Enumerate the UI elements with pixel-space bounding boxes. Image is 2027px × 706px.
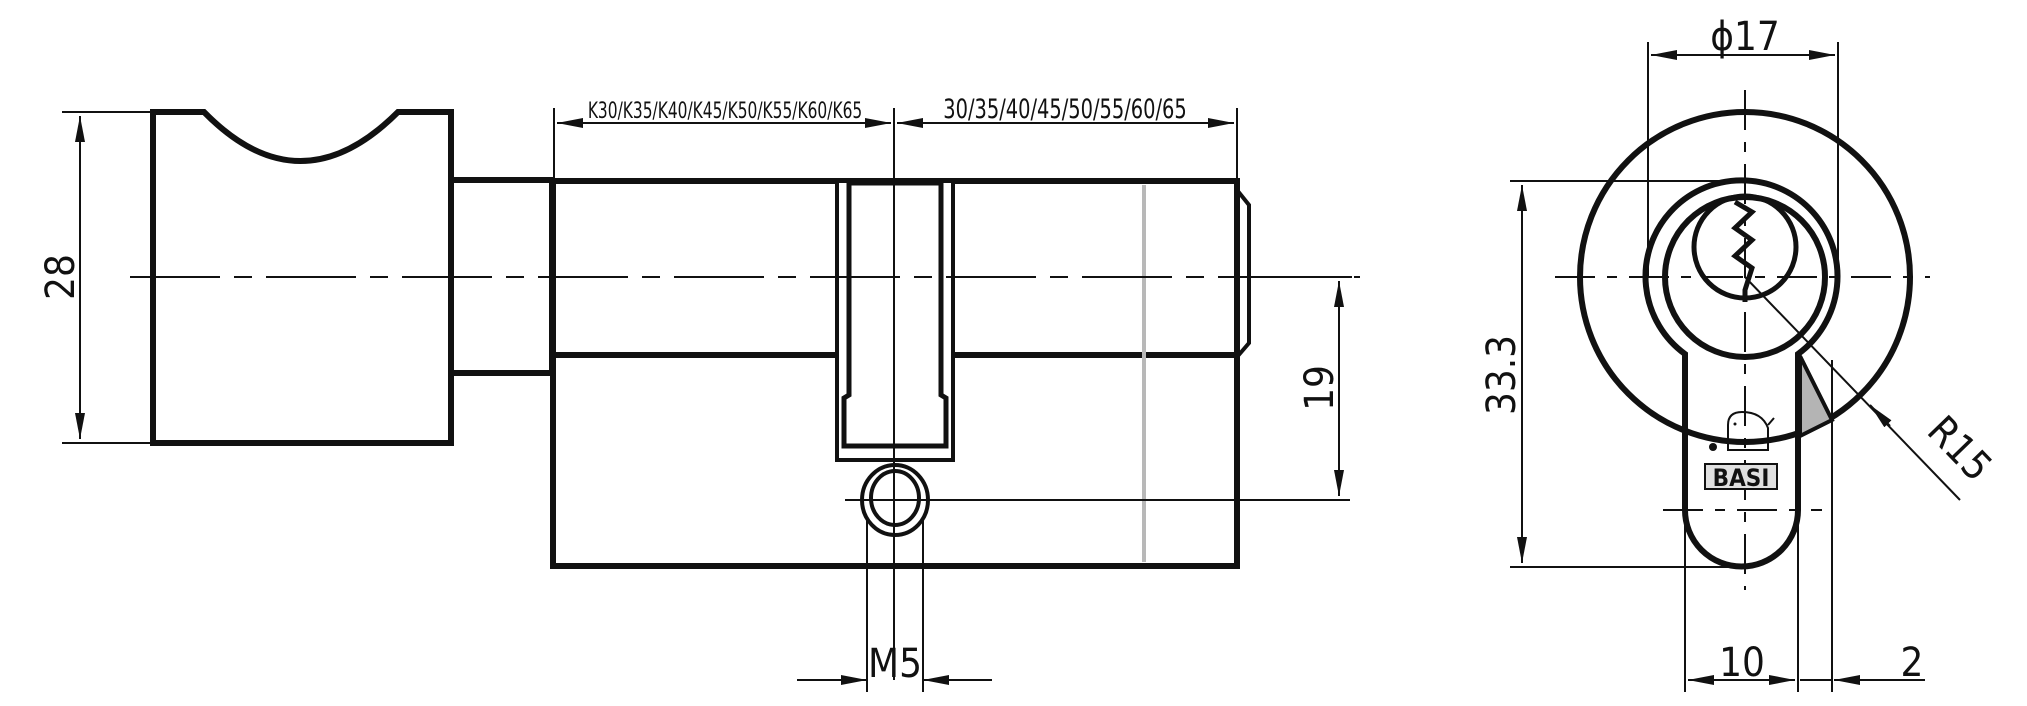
dim-length-right-label: 30/35/40/45/50/55/60/65 — [943, 93, 1187, 125]
side-view: 28 K30/K35/K40/K45/K50/K55/K60/K65 30/35… — [38, 93, 1360, 692]
keyway-zigzag — [1731, 199, 1757, 302]
cam — [841, 180, 949, 449]
dim-28-label: 28 — [38, 254, 84, 300]
dim-radius: R15 — [1744, 276, 2000, 501]
dim-cam-offset: 19 — [1255, 276, 1352, 496]
front-view: BASI ϕ17 33.3 R15 10 — [1479, 14, 2000, 692]
logo-text: BASI — [1713, 464, 1770, 492]
dim-lengths: K30/K35/K40/K45/K50/K55/K60/K65 30/35/40… — [553, 93, 1238, 180]
dim-height-label: 33.3 — [1479, 335, 1525, 415]
dim-tail-width: 10 2 — [1684, 360, 1925, 692]
dim-screw: M5 — [797, 520, 992, 692]
elephant-icon — [1727, 410, 1775, 451]
plug-end-chamfer — [1235, 188, 1251, 359]
basi-logo: BASI — [1704, 410, 1778, 492]
dim-radius-label: R15 — [1918, 408, 2000, 491]
dim-length-left-label: K30/K35/K40/K45/K50/K55/K60/K65 — [588, 98, 862, 124]
dim-19-label: 19 — [1297, 365, 1343, 411]
dim-10-label: 10 — [1719, 640, 1765, 686]
cam-wedge — [1798, 355, 1835, 440]
screw-hole-inner — [869, 469, 921, 527]
dim-diameter: ϕ17 — [1647, 14, 1839, 277]
dim-2-label: 2 — [1901, 640, 1924, 686]
dim-diameter-label: ϕ17 — [1710, 14, 1780, 60]
dim-height: 33.3 — [1479, 180, 1745, 568]
dim-m5-label: M5 — [868, 641, 922, 687]
dim-knob-height: 28 — [38, 111, 150, 444]
key-icon — [1709, 443, 1717, 451]
knob — [150, 109, 454, 446]
